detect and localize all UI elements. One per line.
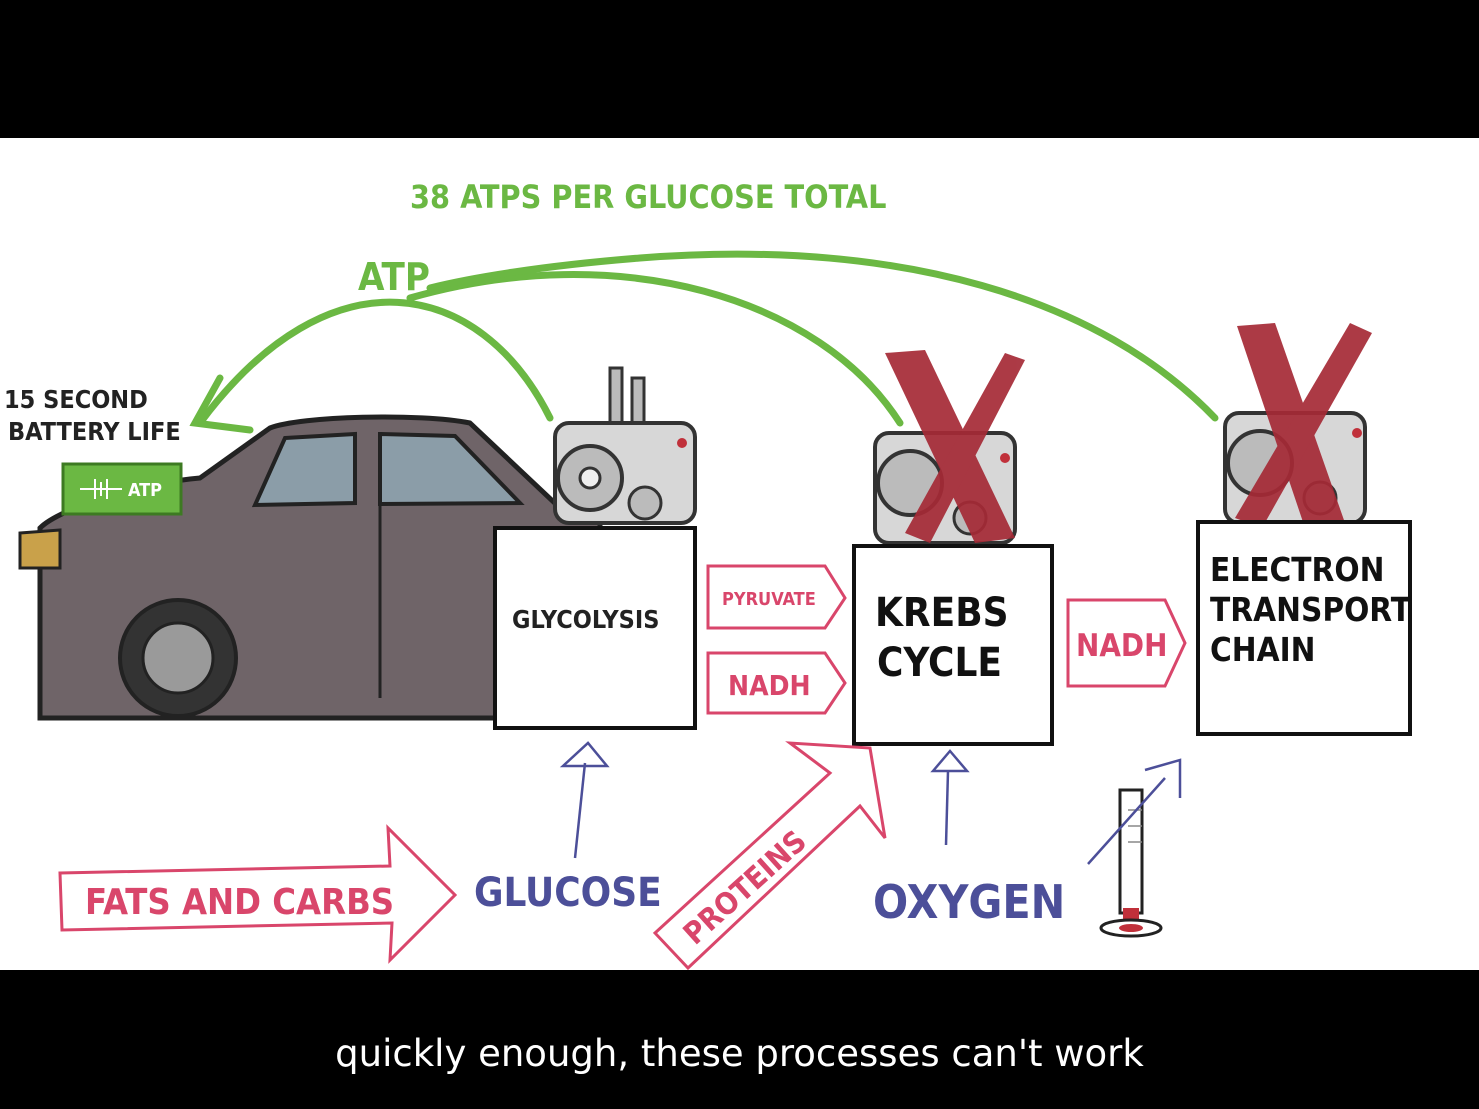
nadh-arrow-1: NADH (706, 651, 847, 715)
atp-arc-label: ATP (358, 255, 430, 299)
glycolysis-label: GLYCOLYSIS (512, 605, 659, 634)
arc-glycolysis (196, 298, 554, 427)
battery-icon: ATP (61, 462, 183, 516)
arrowhead-battery (189, 374, 254, 434)
atp-arcs (189, 250, 1219, 434)
oxygen-input-arrow (930, 749, 970, 846)
thermometer-icon (1099, 788, 1163, 938)
battery-text: ATP (128, 480, 162, 501)
nadh-label-1: NADH (728, 669, 811, 702)
oxygen-label: OXYGEN (873, 875, 1065, 929)
electron-transport-chain-box: ELECTRON TRANSPORT CHAIN (1196, 520, 1412, 736)
glucose-label: GLUCOSE (474, 870, 662, 916)
diagonal-increase-arrow (1087, 758, 1182, 865)
etc-label-line3: CHAIN (1210, 630, 1316, 669)
etc-label-line1: ELECTRON (1210, 550, 1384, 589)
pyruvate-arrow: PYRUVATE (706, 564, 847, 630)
x-mark-etc-icon (1235, 323, 1372, 528)
nadh-label-2: NADH (1076, 628, 1167, 664)
fats-and-carbs-label: FATS AND CARBS (85, 882, 394, 923)
proteins-label: PROTEINS (677, 824, 814, 952)
arc-krebs (406, 271, 904, 427)
glycolysis-box: GLYCOLYSIS (493, 526, 697, 730)
krebs-label-line1: KREBS (875, 590, 1009, 636)
engine-icon-glycolysis (553, 366, 697, 525)
proteins-arrow: PROTEINS (652, 741, 887, 970)
battery-label-line1: 15 SECOND (4, 385, 148, 414)
glucose-input-arrow (559, 741, 610, 859)
battery-label-line2: BATTERY LIFE (8, 417, 181, 446)
etc-label-line2: TRANSPORT (1210, 590, 1412, 629)
pyruvate-label: PYRUVATE (722, 589, 816, 610)
nadh-arrow-2: NADH (1066, 598, 1187, 688)
subtitle-caption: quickly enough, these processes can't wo… (335, 1032, 1144, 1075)
headline-text: 38 ATPS PER GLUCOSE TOTAL (410, 178, 886, 216)
video-frame: 38 ATPS PER GLUCOSE TOTAL ATP 15 SECOND … (0, 138, 1479, 970)
arc-etc (426, 250, 1219, 422)
subtitle-bar: quickly enough, these processes can't wo… (0, 970, 1479, 1109)
x-mark-krebs-icon (885, 350, 1025, 543)
krebs-label-line2: CYCLE (877, 640, 1002, 686)
krebs-cycle-box: KREBS CYCLE (852, 544, 1054, 746)
fats-and-carbs-arrow: FATS AND CARBS (58, 824, 458, 964)
